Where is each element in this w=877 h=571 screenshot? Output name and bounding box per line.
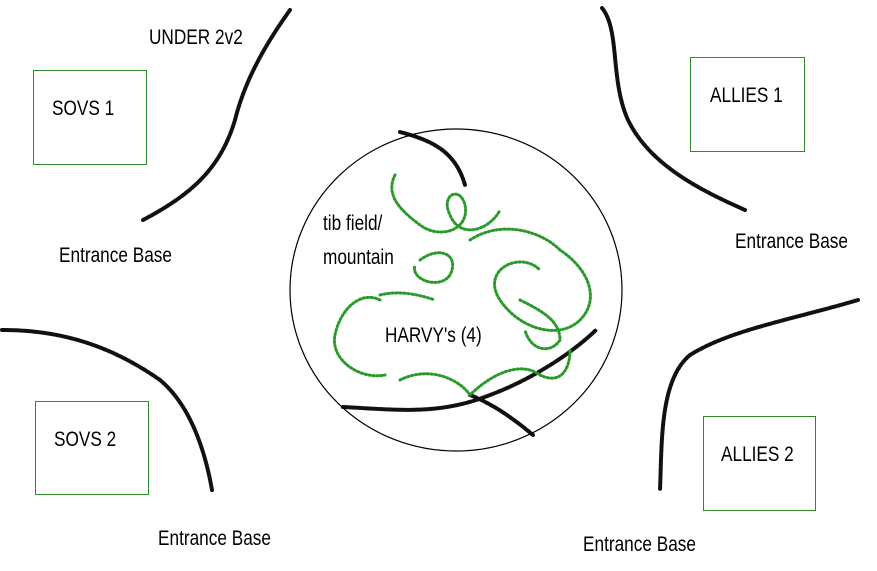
wall-bottom-left xyxy=(0,328,214,492)
harvesters-label: HARVY's (4) xyxy=(385,324,482,347)
base-label: SOVS 1 xyxy=(52,97,115,120)
under-2v2-note: UNDER 2v2 xyxy=(149,26,243,49)
entrance-label-sovs-1: Entrance Base xyxy=(59,244,172,267)
entrance-label-allies-1: Entrance Base xyxy=(735,230,848,253)
mountain-label: mountain xyxy=(323,246,394,269)
base-sovs-1: SOVS 1 xyxy=(33,70,147,165)
wall-top-right xyxy=(600,6,747,212)
base-label: ALLIES 2 xyxy=(721,443,794,466)
wall-bottom-right xyxy=(658,298,860,492)
wall-circle-bottom xyxy=(341,328,598,437)
base-allies-2: ALLIES 2 xyxy=(703,416,816,511)
entrance-label-sovs-2: Entrance Base xyxy=(158,527,271,550)
base-label: ALLIES 1 xyxy=(710,84,783,107)
base-label: SOVS 2 xyxy=(54,428,117,451)
tiberium-patches xyxy=(333,173,592,398)
tiberium-field-circle xyxy=(289,128,623,452)
tib-field-label: tib field/ xyxy=(323,212,383,235)
base-allies-1: ALLIES 1 xyxy=(690,57,805,152)
wall-top-left xyxy=(141,8,292,222)
wall-circle-top xyxy=(398,130,467,187)
entrance-label-allies-2: Entrance Base xyxy=(583,533,696,556)
base-sovs-2: SOVS 2 xyxy=(35,401,149,495)
